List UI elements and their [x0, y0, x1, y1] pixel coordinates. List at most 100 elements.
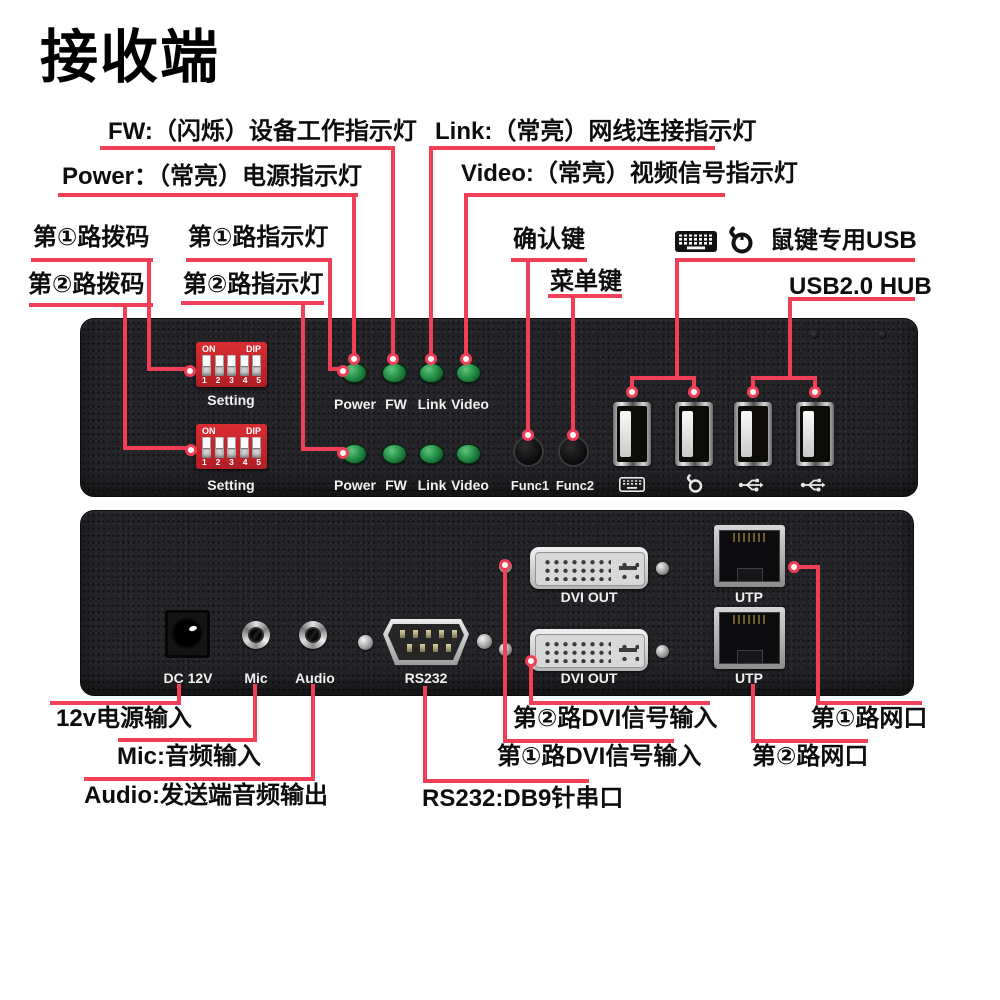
dip-switch[interactable] — [214, 437, 224, 458]
dvi-out-label-1: DVI OUT — [560, 589, 618, 605]
dip-switch[interactable] — [239, 437, 249, 458]
rs232-port[interactable] — [383, 619, 469, 665]
callout-audio: Audio:发送端音频输出 — [84, 782, 328, 809]
func2-label: Func2 — [555, 478, 595, 493]
leader-dot — [337, 447, 349, 459]
utp-port-1[interactable] — [714, 525, 785, 587]
callout-dvi-ch1: 第①路DVI信号输入 — [497, 743, 702, 770]
leader-line — [503, 568, 507, 743]
callout-link: Link:（常亮）网线连接指示灯 — [435, 118, 757, 145]
leader-line — [123, 446, 189, 450]
leader-line — [630, 376, 696, 380]
leader-line — [464, 193, 725, 197]
video-led-ch2 — [456, 444, 481, 464]
link-led-label: Link — [417, 396, 447, 412]
leader-line — [311, 684, 315, 781]
leader-line — [123, 303, 127, 450]
leader-line — [31, 258, 153, 262]
leader-line — [186, 258, 332, 262]
leader-line — [181, 301, 324, 305]
leader-line — [692, 376, 696, 390]
leader-line — [751, 739, 868, 743]
dc-power-label: DC 12V — [163, 670, 213, 686]
fw-led-ch1 — [382, 363, 407, 383]
leader-line — [177, 684, 181, 705]
dip-on-label: ON — [202, 344, 216, 354]
leader-line — [511, 258, 587, 262]
leader-line — [50, 701, 181, 705]
fw-led-label: FW — [385, 396, 407, 412]
leader-dot — [348, 353, 360, 365]
usb-port-mouse[interactable] — [675, 402, 713, 466]
leader-line — [429, 146, 715, 150]
callout-fw: FW:（闪烁）设备工作指示灯 — [108, 118, 417, 145]
dip-switch[interactable] — [227, 437, 236, 458]
callout-dip2: 第②路拨码 — [28, 271, 145, 298]
usb-icon — [738, 478, 764, 492]
link-led-ch2 — [419, 444, 444, 464]
callout-utp-ch2: 第②路网口 — [752, 743, 869, 770]
page-title: 接收端 — [40, 25, 221, 90]
utp-port-2[interactable] — [714, 607, 785, 669]
usb-port-keyboard[interactable] — [613, 402, 651, 466]
screw-hole — [810, 330, 819, 339]
leader-line — [675, 258, 915, 262]
callout-led2: 第②路指示灯 — [183, 271, 324, 298]
func1-button[interactable] — [515, 438, 542, 465]
callout-mic: Mic:音频输入 — [117, 743, 261, 770]
leader-line — [503, 739, 674, 743]
dvi-out-port-2[interactable] — [530, 629, 648, 671]
leader-line — [796, 565, 820, 569]
dip-switch[interactable] — [214, 355, 224, 376]
dip-switch[interactable] — [202, 355, 211, 376]
setting-label-2: Setting — [207, 477, 255, 493]
leader-line — [813, 376, 817, 390]
leader-dot — [337, 365, 349, 377]
leader-line — [328, 258, 332, 371]
power-led-label: Power — [333, 396, 377, 412]
fw-led-label: FW — [385, 477, 407, 493]
usb-hub-port-2[interactable] — [796, 402, 834, 466]
leader-line — [751, 376, 817, 380]
dip-switch[interactable] — [252, 437, 261, 458]
func1-label: Func1 — [510, 478, 550, 493]
leader-line — [328, 367, 342, 371]
video-led-label: Video — [451, 477, 489, 493]
leader-line — [675, 258, 679, 380]
setting-label-1: Setting — [207, 392, 255, 408]
screw — [656, 562, 669, 575]
leader-line — [751, 376, 755, 390]
audio-jack[interactable] — [299, 621, 327, 649]
power-led-label: Power — [333, 477, 377, 493]
mic-jack[interactable] — [242, 621, 270, 649]
dip-switch[interactable] — [202, 437, 211, 458]
usb-hub-port-1[interactable] — [734, 402, 772, 466]
dip-number: 5 — [256, 375, 261, 385]
func2-button[interactable] — [560, 438, 587, 465]
leader-dot — [525, 655, 537, 667]
dip-switch[interactable] — [227, 355, 236, 376]
mic-label: Mic — [244, 670, 268, 686]
screw-hole — [878, 330, 887, 339]
leader-dot — [522, 429, 534, 441]
dip-switch[interactable] — [252, 355, 261, 376]
leader-dot — [567, 429, 579, 441]
dvi-out-port-1[interactable] — [530, 547, 648, 589]
leader-dot — [185, 444, 197, 456]
dip-switch[interactable] — [239, 355, 249, 376]
utp-label-2: UTP — [735, 670, 763, 686]
leader-line — [464, 193, 468, 357]
leader-dot — [184, 365, 196, 377]
screw — [477, 634, 492, 649]
screw — [656, 645, 669, 658]
leader-line — [571, 294, 575, 432]
callout-dip1: 第①路拨码 — [33, 224, 150, 251]
dc-power-jack[interactable] — [165, 610, 210, 658]
leader-line — [147, 367, 190, 371]
dip-number: 2 — [215, 375, 221, 385]
dip-number: 1 — [202, 375, 207, 385]
leader-line — [751, 684, 755, 743]
